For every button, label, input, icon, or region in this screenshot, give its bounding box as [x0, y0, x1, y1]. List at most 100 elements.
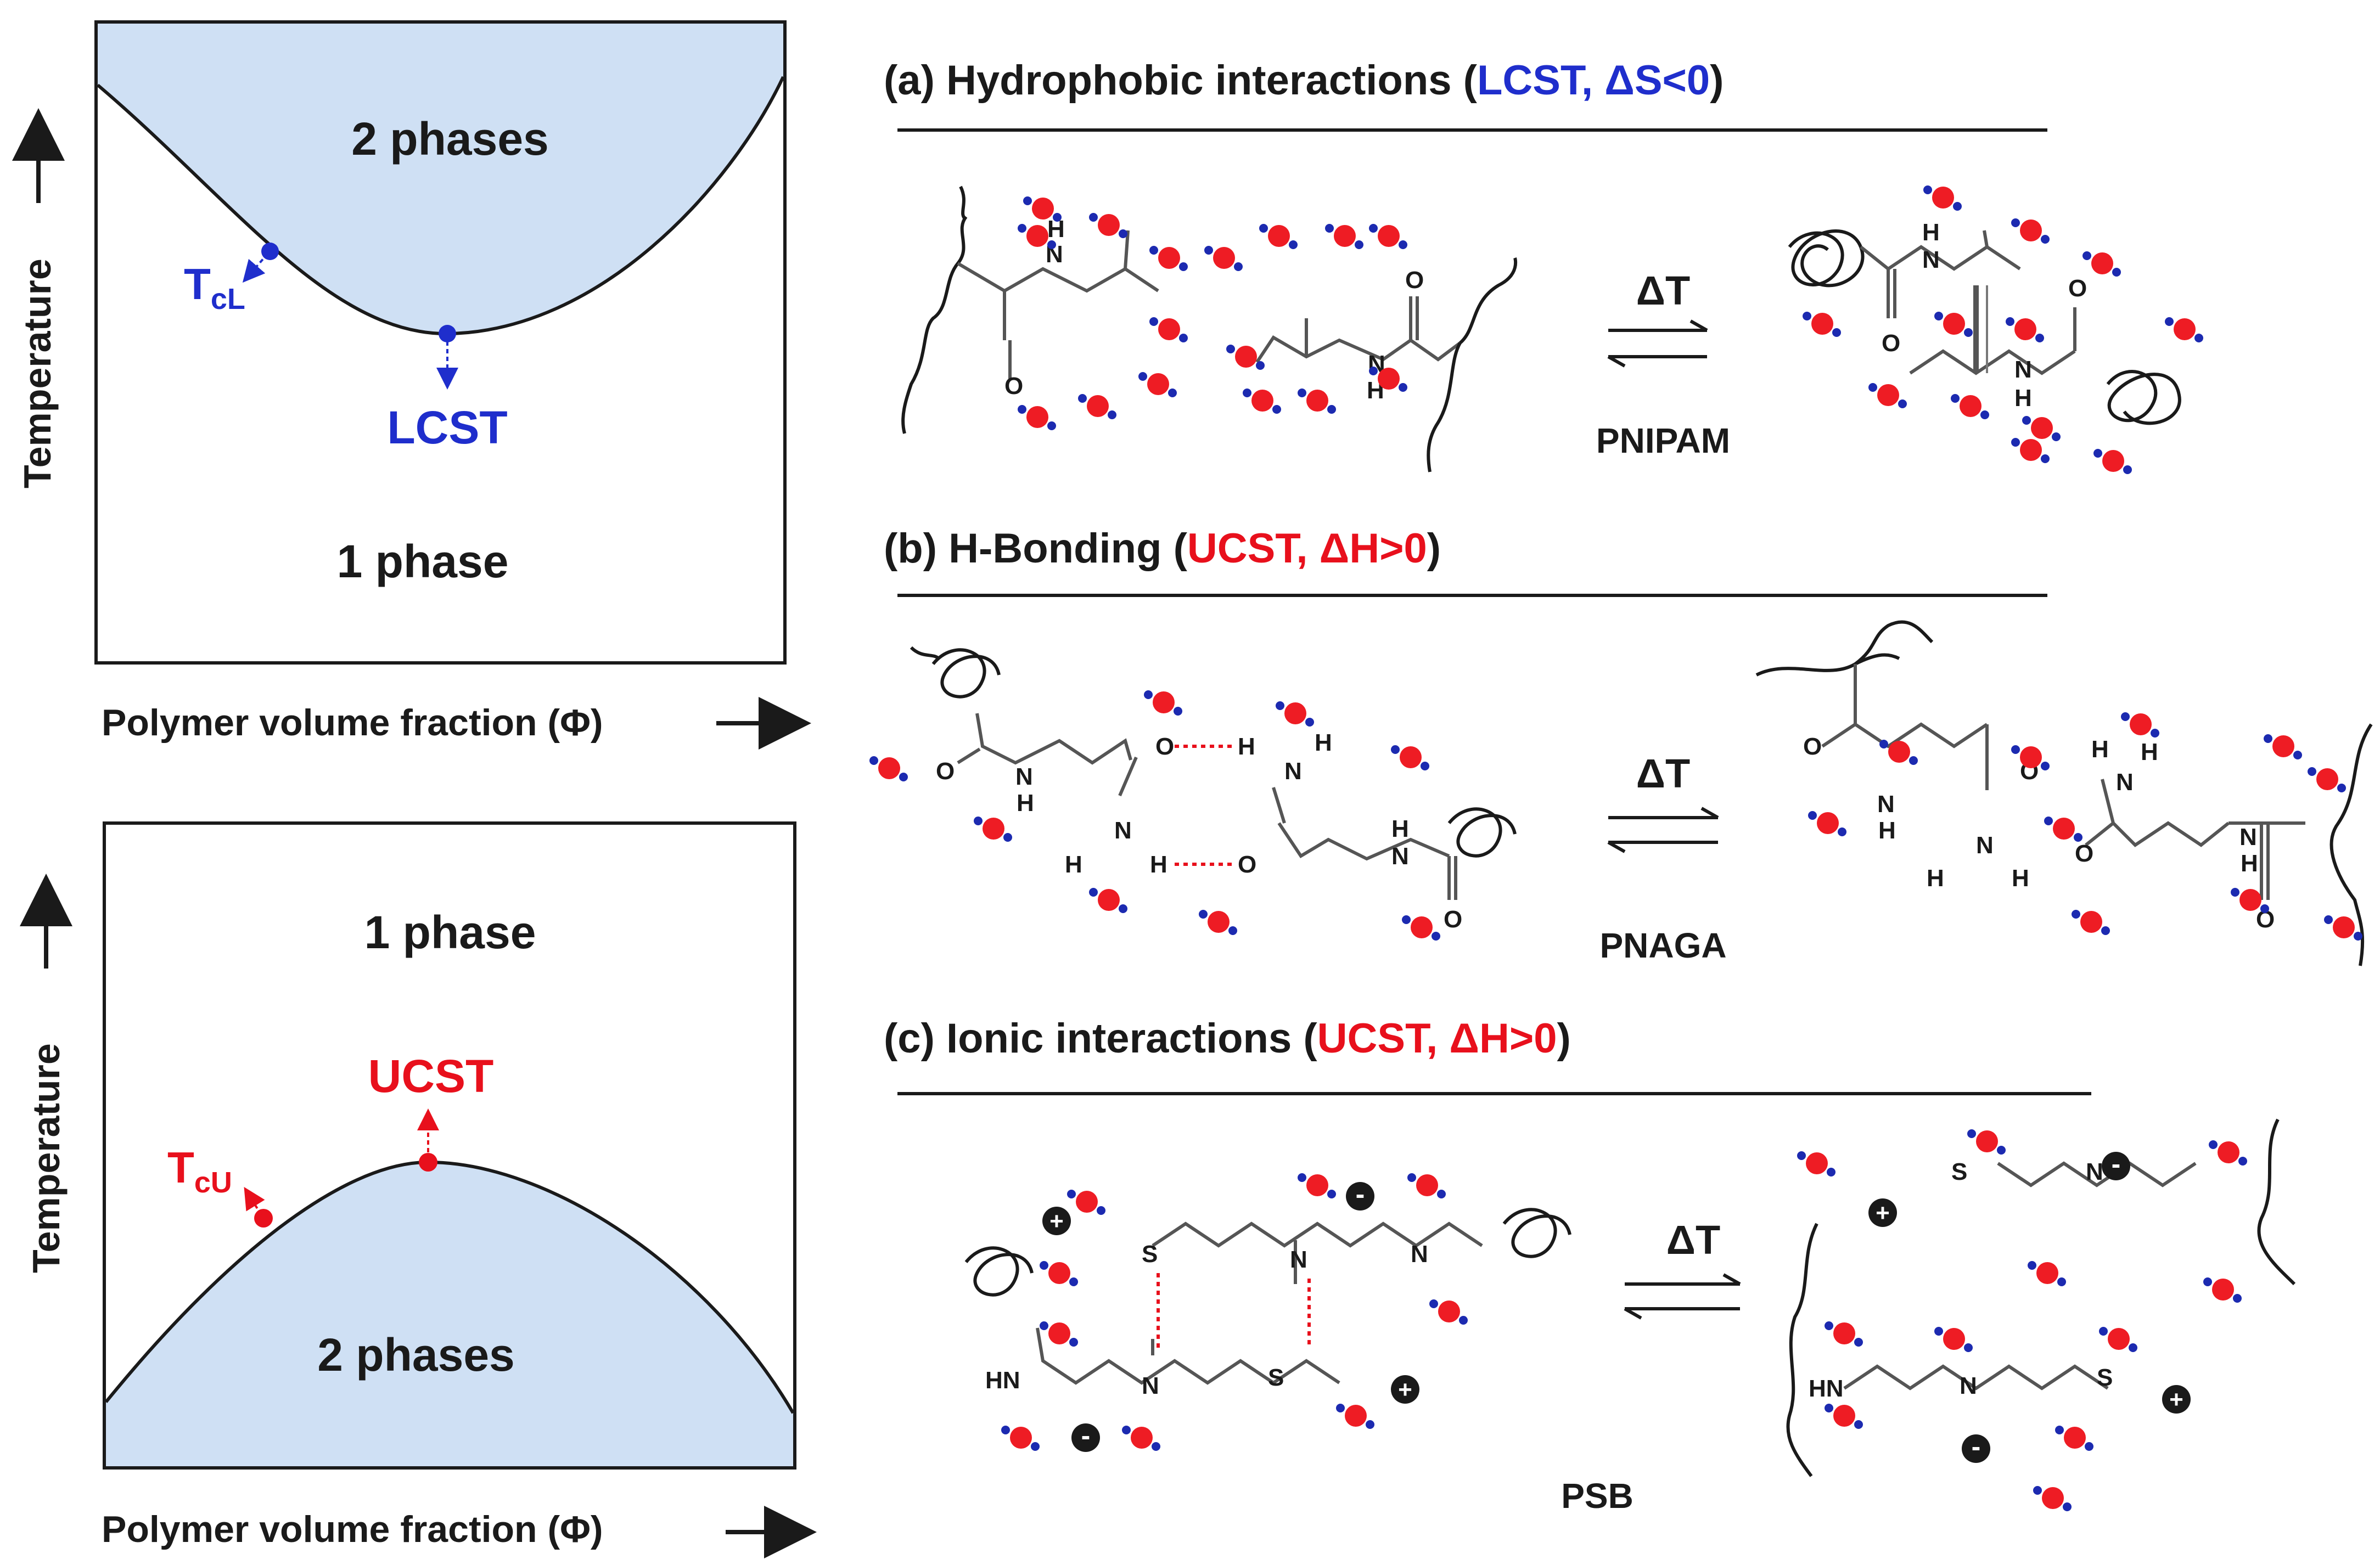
water-molecule — [2308, 767, 2346, 792]
oxygen-atom — [1888, 741, 1910, 763]
oxygen-atom — [1235, 346, 1257, 368]
hydrogen-atom — [1152, 1442, 1160, 1451]
lcst-tcl-label: TcL — [184, 260, 245, 316]
anion-badge: - — [1346, 1179, 1374, 1211]
water-molecule — [1149, 246, 1188, 271]
pnipam-collapsed — [1788, 229, 2181, 425]
hydrogen-atom — [1934, 1327, 1943, 1336]
atom-hn: HN — [985, 1367, 1020, 1394]
hydrogen-atom — [2093, 449, 2102, 458]
hydrogen-atom — [2194, 334, 2203, 342]
water-molecule — [1934, 312, 1973, 337]
oxygen-atom — [1268, 225, 1290, 247]
svg-text:-: - — [2112, 1149, 2121, 1179]
psb-paired — [964, 1208, 1571, 1385]
lcst-critical-point — [439, 325, 456, 342]
hydrogen-atom — [1289, 240, 1298, 249]
atom-hn: HN — [1809, 1375, 1844, 1402]
ucst-critical-point — [419, 1153, 437, 1172]
ucst-x-axis-label: Polymer volume fraction (Φ) — [102, 1508, 603, 1550]
hydrogen-atom — [2337, 784, 2346, 792]
hydrogen-atom — [1459, 1316, 1468, 1325]
hydrogen-atom — [1003, 833, 1012, 842]
oxygen-atom — [1251, 390, 1273, 412]
hydrogen-atom — [1898, 399, 1907, 408]
hydrogen-atom — [1259, 224, 1268, 233]
oxygen-atom — [1811, 313, 1833, 335]
water-molecules — [869, 185, 2362, 1511]
oxygen-atom — [1098, 214, 1120, 236]
water-molecule — [1138, 372, 1177, 397]
water-molecule — [1879, 740, 1918, 765]
hydrogen-atom — [899, 773, 908, 781]
atom-n: N — [1142, 1372, 1159, 1399]
panel-b-delta-t: ΔT — [1636, 751, 1690, 796]
hydrogen-atom — [1327, 405, 1336, 414]
atom-n: N — [1976, 832, 1994, 859]
hydrogen-atom — [1808, 811, 1817, 820]
hydrogen-atom — [2238, 1157, 2247, 1166]
oxygen-atom — [2020, 439, 2042, 461]
water-molecule — [1023, 196, 1062, 222]
hydrogen-atom — [1997, 1146, 2006, 1155]
water-molecule — [1199, 910, 1237, 935]
hydrogen-atom — [2121, 712, 2130, 721]
atom-s: S — [1951, 1158, 1967, 1185]
water-molecule — [1803, 312, 1841, 337]
hydrogen-atom — [1018, 224, 1026, 233]
panel-a-equilibrium-arrows — [1607, 319, 1708, 368]
svg-text:-: - — [1356, 1179, 1365, 1209]
water-molecule — [869, 756, 908, 781]
svg-text:+: + — [1049, 1208, 1064, 1235]
hydrogen-atom — [1067, 1190, 1076, 1198]
oxygen-atom — [2042, 1487, 2064, 1509]
water-molecule — [2011, 745, 2050, 770]
panel-b-polymer-name: PNAGA — [1599, 926, 1726, 965]
hydrogen-atom — [2324, 915, 2333, 924]
oxygen-atom — [1306, 390, 1328, 412]
water-molecule — [1797, 1151, 1835, 1176]
pnipam-isopropyl — [1003, 267, 1159, 293]
anion-badge: - — [2102, 1149, 2130, 1180]
water-molecule — [1204, 246, 1243, 271]
oxygen-atom — [2036, 1262, 2058, 1284]
hydrogen-atom — [1119, 904, 1127, 913]
water-molecule — [1325, 224, 1363, 249]
water-molecule — [1122, 1426, 1160, 1451]
oxygen-atom — [1438, 1301, 1460, 1322]
hydrogen-atom — [1179, 262, 1188, 271]
hydrogen-atom — [2165, 317, 2174, 326]
oxygen-atom — [1345, 1405, 1367, 1427]
panel-b-equilibrium-arrows — [1607, 807, 1719, 853]
water-molecule — [1407, 1173, 1446, 1198]
water-molecule — [1259, 224, 1298, 249]
oxygen-atom — [2014, 318, 2036, 340]
water-molecule — [1391, 745, 1429, 770]
hydrogen-atom — [1001, 1426, 1010, 1434]
water-molecule — [1298, 389, 1336, 414]
water-molecule — [1078, 394, 1116, 419]
water-molecule — [1001, 1426, 1040, 1451]
hydrogen-atom — [1369, 367, 1378, 375]
lcst-phase-diagram: 2 phases 1 phase TcL LCST Temperature Po… — [12, 20, 811, 750]
hydrogen-atom — [2063, 1502, 2072, 1511]
water-molecule — [1089, 888, 1127, 913]
oxygen-atom — [1026, 225, 1048, 247]
hydrogen-atom — [1964, 1343, 1973, 1352]
hydrogen-atom — [1144, 690, 1153, 699]
hydrogen-atom — [1078, 394, 1087, 403]
water-molecule — [1089, 213, 1127, 238]
panel-a-delta-t: ΔT — [1636, 268, 1690, 313]
hydrogen-atom — [1199, 910, 1208, 919]
water-molecule — [1369, 224, 1407, 249]
atom-n: N — [1015, 763, 1033, 790]
hydrogen-atom — [2264, 734, 2272, 743]
oxygen-atom — [1158, 318, 1180, 340]
panel-b: (b) H-Bonding (UCST, ΔH>0) O N H O N H H… — [884, 525, 2373, 966]
pnipam-backbone-right — [1427, 257, 1518, 472]
hydrogen-atom — [1298, 1173, 1306, 1182]
oxygen-atom — [1306, 1174, 1328, 1196]
hydrogen-atom — [1069, 1277, 1078, 1286]
hydrogen-atom — [2074, 833, 2082, 842]
hydrogen-atom — [1803, 312, 1811, 320]
